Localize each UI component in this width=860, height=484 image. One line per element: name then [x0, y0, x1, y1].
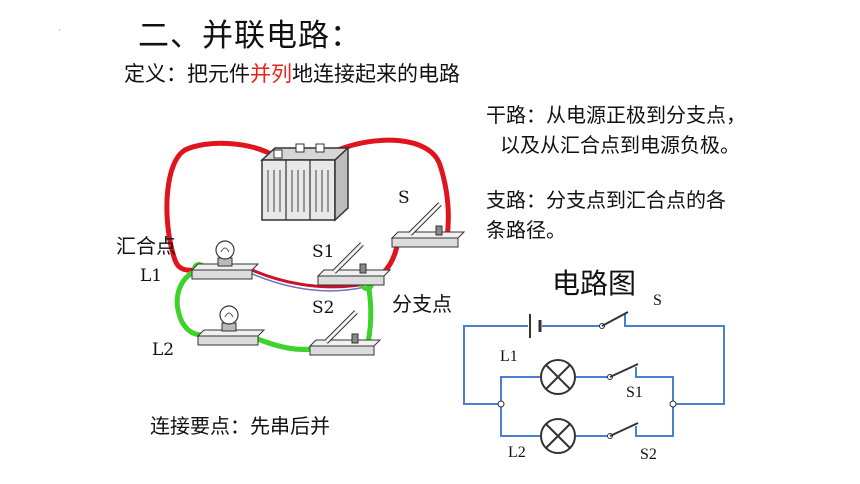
- label-split: 分支点: [392, 292, 452, 316]
- schematic-label-s1: S1: [626, 384, 643, 401]
- schematic-lamp-l2: [540, 418, 576, 454]
- branch-line-2: 条路径。: [486, 218, 566, 242]
- label-switch-s2: S2: [312, 298, 335, 318]
- schematic-wire-top-right: [624, 314, 725, 405]
- definition-prefix: 定义：把元件: [124, 62, 250, 86]
- trunk-wire-mid: [251, 268, 366, 289]
- schematic-node-right: [669, 400, 677, 408]
- trunk-line-1: 干路：从电源正极到分支点，: [486, 103, 746, 127]
- schematic-branch1-left: [500, 376, 540, 404]
- schematic-lamp-l1: [540, 359, 576, 395]
- label-switch-s: S: [398, 188, 410, 208]
- schematic-switch-s2: [609, 422, 639, 437]
- lamp-l1: [190, 240, 260, 280]
- trunk-line-2: 以及从汇合点到电源负极。: [500, 133, 740, 157]
- schematic-switch-s1: [609, 363, 639, 378]
- label-lamp-l2: L2: [152, 340, 175, 360]
- switch-s2: [308, 310, 382, 356]
- switch-s1: [316, 242, 392, 286]
- trunk-wire-mid2: [249, 272, 366, 292]
- schematic-label-s2: S2: [640, 446, 657, 463]
- label-switch-s1: S1: [312, 242, 335, 262]
- definition-highlight: 并列: [250, 62, 292, 86]
- schematic-label-l2: L2: [508, 444, 526, 461]
- lamp-l2: [196, 305, 266, 346]
- key-point: 连接要点：先串后并: [150, 414, 330, 438]
- definition-line: 定义：把元件并列地连接起来的电路: [124, 58, 460, 88]
- schematic-label-s: S: [653, 292, 662, 309]
- schematic-wire-top-left: [463, 325, 528, 405]
- schematic-node-left: [497, 400, 505, 408]
- page-title: 二、并联电路：: [138, 18, 362, 54]
- schematic-branch2-left: [500, 404, 540, 437]
- branch-line-1: 支路：分支点到汇合点的各: [486, 188, 726, 212]
- schematic-switch-s: [601, 311, 629, 327]
- schematic-branch1-right: [635, 367, 674, 404]
- label-lamp-l1: L1: [140, 266, 163, 286]
- branch-definition: 支路：分支点到汇合点的各 条路径。: [486, 185, 726, 245]
- label-junction: 汇合点: [116, 234, 176, 258]
- trunk-wire-right: [335, 137, 451, 241]
- definition-suffix: 地连接起来的电路: [292, 62, 460, 86]
- trunk-definition: 干路：从电源正极到分支点， 以及从汇合点到电源负极。: [486, 100, 746, 160]
- schematic-label-l1: L1: [500, 348, 518, 365]
- schematic-title: 电路图: [552, 267, 637, 300]
- switch-s: [390, 202, 466, 248]
- corner-dot: ·: [58, 26, 61, 35]
- trunk-wire: [164, 140, 281, 273]
- battery-pack: [260, 143, 350, 222]
- schematic-branch2-right: [635, 404, 674, 437]
